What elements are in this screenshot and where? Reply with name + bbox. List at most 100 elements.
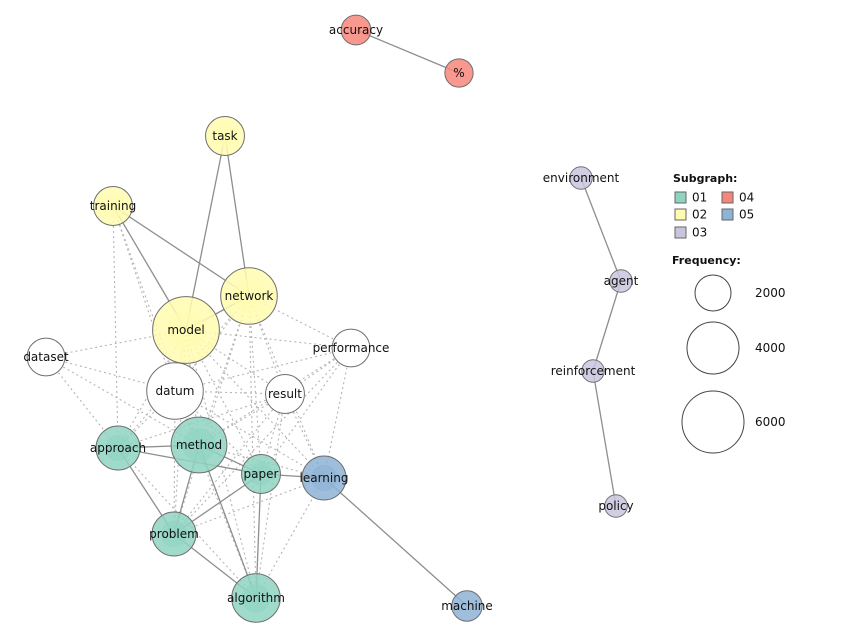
node-core-model bbox=[165, 309, 207, 351]
node-label-datum: datum bbox=[156, 384, 195, 398]
node-label-policy: policy bbox=[598, 499, 633, 513]
edge-environment-agent bbox=[580, 177, 622, 282]
legend-swatch-03 bbox=[674, 226, 687, 239]
legend-frequency-circle-6000 bbox=[681, 390, 745, 454]
node-environment[interactable]: environment bbox=[543, 166, 620, 190]
node-circle-performance[interactable] bbox=[331, 328, 371, 368]
edge-datum-learning bbox=[174, 390, 325, 479]
node-circle-policy[interactable] bbox=[604, 494, 628, 518]
legend-label-02: 02 bbox=[692, 208, 707, 222]
edge-datum-approach bbox=[117, 390, 176, 449]
edge-learning-machine bbox=[323, 477, 468, 607]
node-policy[interactable]: policy bbox=[598, 494, 634, 518]
node-circle-datum[interactable] bbox=[146, 362, 204, 420]
node-accuracy[interactable]: accuracy bbox=[329, 14, 383, 46]
legend-swatch-04 bbox=[721, 191, 734, 204]
node-label-machine: machine bbox=[441, 599, 493, 613]
edge-datum-problem bbox=[173, 390, 176, 535]
node-label-performance: performance bbox=[313, 341, 390, 355]
edge-reinforcement-policy bbox=[592, 370, 617, 507]
node-core-training bbox=[101, 194, 125, 218]
node-core-network bbox=[232, 279, 266, 313]
legend-frequency-label-4000: 4000 bbox=[755, 341, 786, 355]
node-problem[interactable]: problem bbox=[149, 511, 199, 557]
node-label-task: task bbox=[212, 129, 237, 143]
edge-agent-reinforcement bbox=[592, 280, 622, 372]
node-network[interactable]: network bbox=[220, 267, 278, 325]
node-circle-accuracy[interactable] bbox=[340, 14, 372, 46]
edge-accuracy-percent bbox=[355, 29, 460, 74]
edge-result-paper bbox=[260, 393, 286, 475]
node-core-method bbox=[182, 428, 216, 462]
node-result[interactable]: result bbox=[265, 374, 305, 414]
edge-learning-problem bbox=[173, 477, 325, 535]
node-label-learning: learning bbox=[300, 471, 349, 485]
edge-performance-datum bbox=[174, 347, 352, 392]
node-label-environment: environment bbox=[543, 171, 620, 185]
node-task[interactable]: task bbox=[205, 116, 245, 156]
node-label-training: training bbox=[90, 199, 137, 213]
legend-frequency-circle-2000 bbox=[694, 274, 732, 312]
node-algorithm[interactable]: algorithm bbox=[227, 573, 285, 623]
legend-frequency-label-6000: 6000 bbox=[755, 415, 786, 429]
edge-model-problem bbox=[173, 329, 187, 535]
edge-model-paper bbox=[185, 329, 262, 475]
node-core-algorithm bbox=[241, 583, 271, 613]
node-percent[interactable]: % bbox=[444, 58, 474, 88]
node-dataset[interactable]: dataset bbox=[23, 337, 69, 377]
node-label-percent: % bbox=[453, 66, 464, 80]
node-label-dataset: dataset bbox=[23, 350, 69, 364]
edges-layer bbox=[45, 29, 622, 607]
node-circle-reinforcement[interactable] bbox=[581, 359, 605, 383]
edge-dataset-model bbox=[45, 329, 187, 358]
legend: Subgraph: 01 02 03 04 05 Frequency: 2000… bbox=[672, 172, 786, 454]
node-core-paper bbox=[249, 462, 273, 486]
legend-swatch-01 bbox=[674, 191, 687, 204]
legend-swatch-02 bbox=[674, 208, 687, 221]
node-datum[interactable]: datum bbox=[146, 362, 204, 420]
node-label-agent: agent bbox=[604, 274, 639, 288]
node-method[interactable]: method bbox=[170, 416, 228, 474]
node-paper[interactable]: paper bbox=[241, 454, 281, 494]
legend-label-05: 05 bbox=[739, 208, 754, 222]
node-agent[interactable]: agent bbox=[604, 269, 639, 293]
node-circle-dataset[interactable] bbox=[26, 337, 66, 377]
node-learning[interactable]: learning bbox=[300, 455, 349, 501]
edge-performance-result bbox=[284, 347, 352, 395]
node-circle-machine[interactable] bbox=[451, 590, 483, 622]
edge-result-approach bbox=[117, 393, 286, 449]
node-circle-environment[interactable] bbox=[569, 166, 593, 190]
edge-result-algorithm bbox=[255, 393, 286, 599]
legend-label-03: 03 bbox=[692, 226, 707, 240]
legend-frequency-circle-4000 bbox=[686, 321, 740, 375]
node-model[interactable]: model bbox=[152, 296, 220, 364]
node-core-learning bbox=[310, 464, 338, 492]
edge-network-algorithm bbox=[248, 295, 257, 599]
node-label-accuracy: accuracy bbox=[329, 23, 383, 37]
node-circle-percent[interactable] bbox=[444, 58, 474, 88]
node-circle-agent[interactable] bbox=[609, 269, 633, 293]
node-label-reinforcement: reinforcement bbox=[551, 364, 636, 378]
node-label-approach: approach bbox=[90, 441, 146, 455]
edge-network-problem bbox=[173, 295, 250, 535]
node-core-task bbox=[213, 124, 237, 148]
legend-subgraph-title: Subgraph: bbox=[673, 172, 737, 185]
node-label-method: method bbox=[176, 438, 222, 452]
node-core-approach bbox=[104, 434, 132, 462]
legend-label-01: 01 bbox=[692, 191, 707, 205]
legend-label-04: 04 bbox=[739, 191, 754, 205]
edge-performance-paper bbox=[260, 347, 352, 475]
node-training[interactable]: training bbox=[90, 186, 137, 226]
node-machine[interactable]: machine bbox=[441, 590, 493, 622]
legend-swatch-05 bbox=[721, 208, 734, 221]
legend-frequency-title: Frequency: bbox=[672, 254, 741, 267]
node-approach[interactable]: approach bbox=[90, 425, 146, 471]
node-core-problem bbox=[160, 520, 188, 548]
node-circle-result[interactable] bbox=[265, 374, 305, 414]
edge-training-datum bbox=[112, 205, 176, 392]
node-performance[interactable]: performance bbox=[313, 328, 390, 368]
node-label-paper: paper bbox=[244, 467, 279, 481]
node-reinforcement[interactable]: reinforcement bbox=[551, 359, 636, 383]
